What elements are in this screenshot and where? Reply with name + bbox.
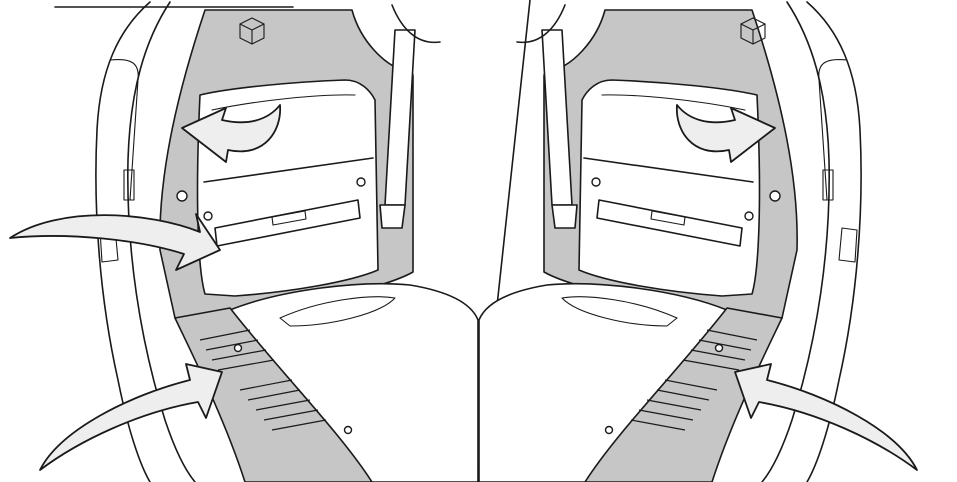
left-pillar-slot	[124, 170, 134, 200]
left-clip-2	[357, 178, 365, 186]
left-clip-3	[177, 191, 187, 201]
right-cargo-view	[479, 2, 917, 482]
left-sill-pull-arrow	[40, 364, 222, 470]
left-cargo-view	[10, 2, 478, 482]
left-scuff-clip-1	[235, 345, 242, 352]
left-scuff-clip-2	[345, 427, 352, 434]
left-belt-anchor	[380, 205, 405, 228]
left-clip-1	[204, 212, 212, 220]
